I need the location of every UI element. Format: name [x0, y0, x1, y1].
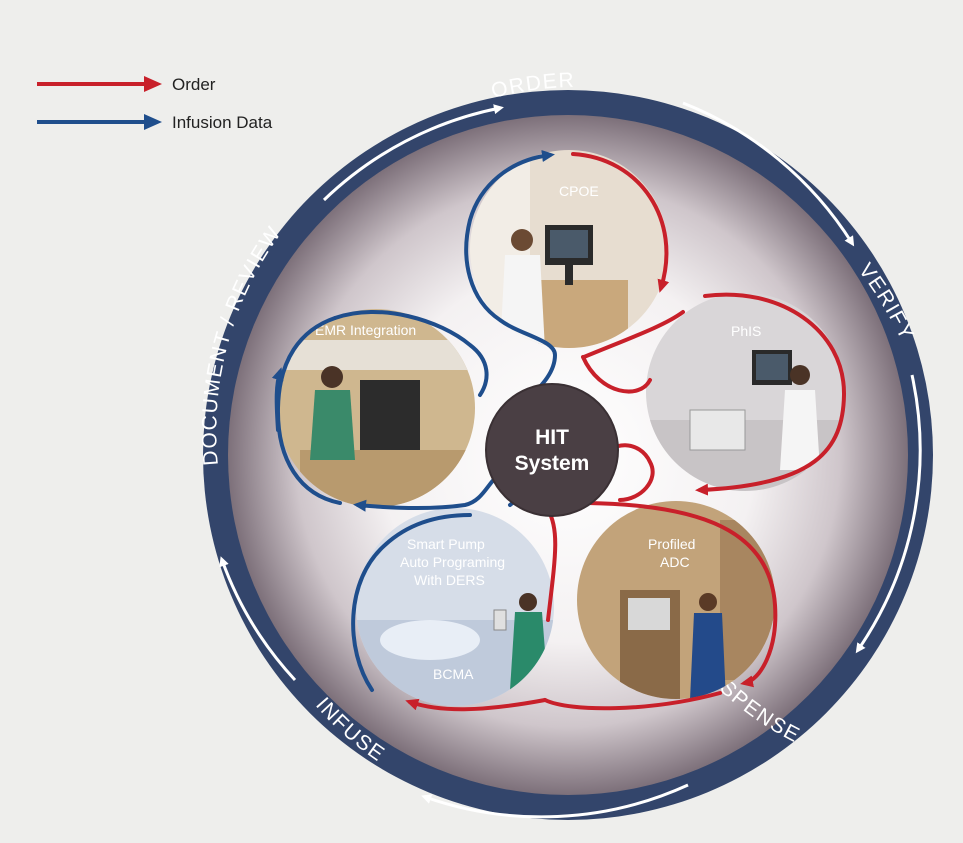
order-arrow-1 [571, 152, 670, 293]
legend-infusion-arrow [37, 114, 162, 130]
infusion-arrow-6 [464, 150, 558, 407]
node-adc: Profiled ADC [577, 501, 775, 699]
legend-infusion-label: Infusion Data [172, 113, 273, 132]
order-arrow-9 [581, 355, 652, 394]
pump-label-line3: With DERS [414, 572, 485, 588]
ring-arrow-infuse-document [219, 556, 297, 682]
order-arrow-6 [543, 691, 722, 711]
ring-arrow-dispense-infuse [421, 783, 689, 819]
infusion-arrow-5 [333, 310, 489, 397]
pump-label-line1: Smart Pump [407, 536, 485, 552]
adc-label-line2: ADC [660, 554, 690, 570]
ring-arrow-document-order [322, 104, 504, 202]
infusion-arrow-1 [351, 513, 472, 692]
order-flow [405, 152, 847, 712]
legend: Order Infusion Data [37, 75, 273, 132]
pump-label-line2: Auto Programing [400, 554, 505, 570]
ring-arrow-order-verify [682, 101, 855, 247]
order-arrow-2 [582, 310, 685, 359]
infusion-arrow-4 [271, 367, 284, 432]
order-arrow-7 [405, 698, 547, 712]
legend-order-label: Order [172, 75, 216, 94]
bcma-label: BCMA [433, 666, 474, 682]
node-cpoe: CPOE [470, 150, 668, 348]
emr-label: EMR Integration [315, 322, 416, 338]
hub-label-line2: System [515, 452, 590, 475]
cpoe-label: CPOE [559, 183, 599, 199]
phis-label: PhIS [731, 323, 761, 339]
order-arrow-5 [586, 501, 778, 688]
ring-arrow-verify-dispense [855, 374, 922, 654]
order-arrow-3 [695, 292, 847, 496]
legend-order-arrow [37, 76, 162, 92]
hub-label-line1: HIT [535, 426, 569, 449]
hit-system-hub: HIT System [485, 383, 619, 517]
adc-label-line1: Profiled [648, 536, 695, 552]
